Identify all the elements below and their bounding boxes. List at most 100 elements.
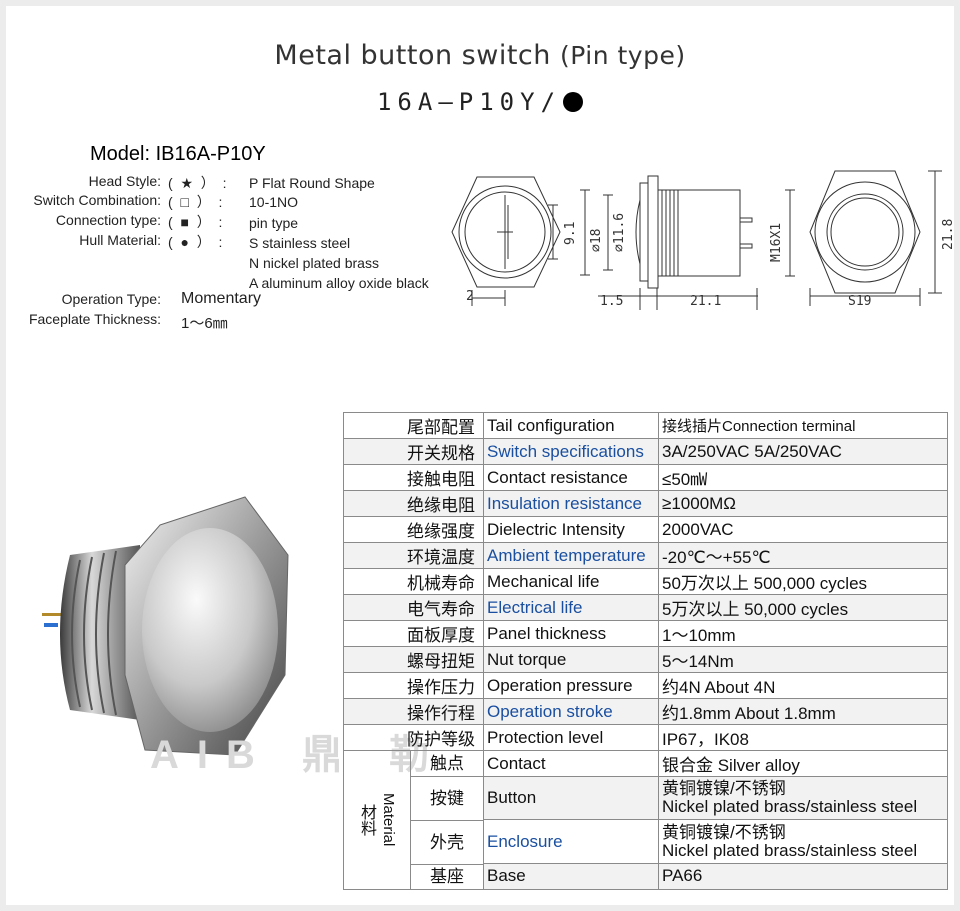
row-value: 1～10mm bbox=[658, 620, 948, 647]
row-value: ≥1000MΩ bbox=[658, 490, 948, 517]
hexagon-right-view bbox=[809, 170, 921, 294]
row-en: Electrical life bbox=[483, 594, 659, 621]
row-value: 约1.8mm About 1.8mm bbox=[658, 698, 948, 725]
row-cn: 绝缘强度 bbox=[343, 516, 484, 543]
material-cn-0: 触点 bbox=[411, 752, 483, 777]
row-cn: 环境温度 bbox=[343, 542, 484, 569]
row-en: Nut torque bbox=[483, 646, 659, 673]
material-en: Enclosure bbox=[483, 819, 659, 864]
row-value: 约4N About 4N bbox=[658, 672, 948, 699]
dim-s19: S19 bbox=[848, 294, 871, 309]
row-en: Operation pressure bbox=[483, 672, 659, 699]
dim-1-5: 1.5 bbox=[600, 294, 623, 309]
row-value: 2000VAC bbox=[658, 516, 948, 543]
switch-combination-label: Switch Combination: bbox=[33, 192, 161, 208]
hull-material-value-3: A aluminum alloy oxide black bbox=[249, 275, 429, 291]
material-row: Base PA66 bbox=[344, 862, 948, 891]
row-value: 接线插片Connection terminal bbox=[658, 412, 948, 439]
material-label-en: Material bbox=[380, 793, 397, 847]
row-cn: 接触电阻 bbox=[343, 464, 484, 491]
row-value: 5～14Nm bbox=[658, 646, 948, 673]
material-label-cn: 材料 bbox=[358, 803, 375, 836]
faceplate-thickness-value: 1～6㎜ bbox=[181, 315, 228, 332]
head-style-value: P Flat Round Shape bbox=[249, 175, 375, 191]
connection-type-symbol: ( ■ ） : bbox=[168, 214, 223, 230]
faceplate-thickness-label: Faceplate Thickness: bbox=[28, 311, 161, 327]
row-cn: 开关规格 bbox=[343, 438, 484, 465]
row-value: ≤50㎽ bbox=[658, 464, 948, 491]
material-group-label: 材料 Material 触点 按键 外壳 基座 bbox=[343, 750, 484, 890]
model-label: Model: IB16A-P10Y bbox=[90, 143, 266, 165]
hull-material-label: Hull Material: bbox=[79, 232, 161, 248]
row-en: Ambient temperature bbox=[483, 542, 659, 569]
row-cn: 防护等级 bbox=[343, 724, 484, 751]
row-value: IP67，IK08 bbox=[658, 724, 948, 751]
hull-material-symbol: ( ● ） : bbox=[168, 234, 223, 250]
head-style-label: Head Style: bbox=[88, 173, 161, 189]
page-title: Metal button switch (Pin type) bbox=[274, 40, 686, 71]
dim-9-1: 9.1 bbox=[563, 222, 578, 245]
row-cn: 面板厚度 bbox=[343, 620, 484, 647]
material-en: Base bbox=[483, 862, 659, 891]
row-en: Protection level bbox=[483, 724, 659, 751]
row-cn: 尾部配置 bbox=[343, 412, 484, 439]
dim-d18: ⌀18 bbox=[589, 229, 604, 252]
operation-type-label: Operation Type: bbox=[61, 291, 161, 307]
row-en: Operation stroke bbox=[483, 698, 659, 725]
product-photo bbox=[42, 496, 289, 756]
switch-combination-symbol: ( □ ） : bbox=[168, 194, 223, 210]
head-style-symbol: ( ★ ） : bbox=[168, 175, 227, 191]
hull-material-value-2: N nickel plated brass bbox=[249, 255, 379, 271]
row-value: 3A/250VAC 5A/250VAC bbox=[658, 438, 948, 465]
row-en: Switch specifications bbox=[483, 438, 659, 465]
filled-circle-icon bbox=[563, 92, 584, 112]
row-en: Contact resistance bbox=[483, 464, 659, 491]
row-cn: 电气寿命 bbox=[343, 594, 484, 621]
material-cn-3: 基座 bbox=[430, 867, 464, 886]
connection-type-label: Connection type: bbox=[55, 212, 161, 228]
dim-21-1: 21.1 bbox=[690, 294, 721, 309]
material-cn-1: 按键 bbox=[411, 777, 483, 821]
dim-2: 2 bbox=[466, 289, 474, 304]
material-row: 材料 Material 触点 按键 外壳 基座 Contact 银合金 Silv… bbox=[343, 749, 948, 890]
row-cn: 螺母扭矩 bbox=[343, 646, 484, 673]
dim-d11-6: ⌀11.6 bbox=[612, 213, 627, 252]
material-value: PA66 bbox=[658, 862, 948, 891]
dim-21-8: 21.8 bbox=[941, 219, 956, 250]
material-cn-2: 外壳 bbox=[411, 821, 483, 865]
row-en: Dielectric Intensity bbox=[483, 516, 659, 543]
row-cn: 操作行程 bbox=[343, 698, 484, 725]
dim-m16x1: M16X1 bbox=[769, 223, 784, 262]
material-value: 银合金 Silver alloy bbox=[658, 749, 948, 778]
operation-type-value: Momentary bbox=[181, 290, 262, 307]
row-en: Panel thickness bbox=[483, 620, 659, 647]
row-cn: 操作压力 bbox=[343, 672, 484, 699]
material-en: Contact bbox=[483, 749, 659, 778]
row-en: Tail configuration bbox=[483, 412, 659, 439]
row-value: 50万次以上 500,000 cycles bbox=[658, 568, 948, 595]
row-cn: 绝缘电阻 bbox=[343, 490, 484, 517]
row-en: Insulation resistance bbox=[483, 490, 659, 517]
row-value: -20℃～+55℃ bbox=[658, 542, 948, 569]
switch-combination-value: 10-1NO bbox=[249, 194, 299, 210]
row-en: Mechanical life bbox=[483, 568, 659, 595]
